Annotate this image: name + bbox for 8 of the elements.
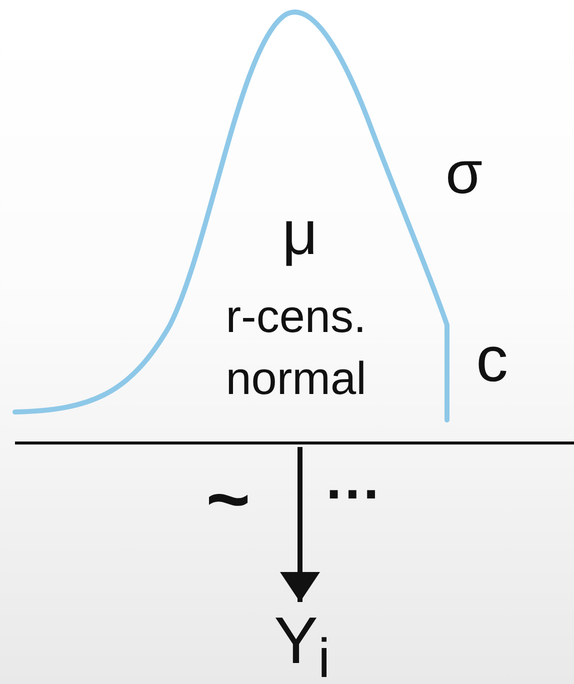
edge-label: ~ — [206, 462, 250, 538]
parameter-symbol: c — [475, 327, 509, 391]
parameter-symbol: μ — [281, 203, 319, 265]
parameter-symbol: σ — [444, 143, 484, 203]
ellipsis-label: ··· — [326, 466, 382, 522]
distribution-name: r-cens. normal — [224, 289, 368, 406]
variable-name: Y$_{i}$ — [274, 606, 330, 684]
arrow — [280, 447, 320, 602]
